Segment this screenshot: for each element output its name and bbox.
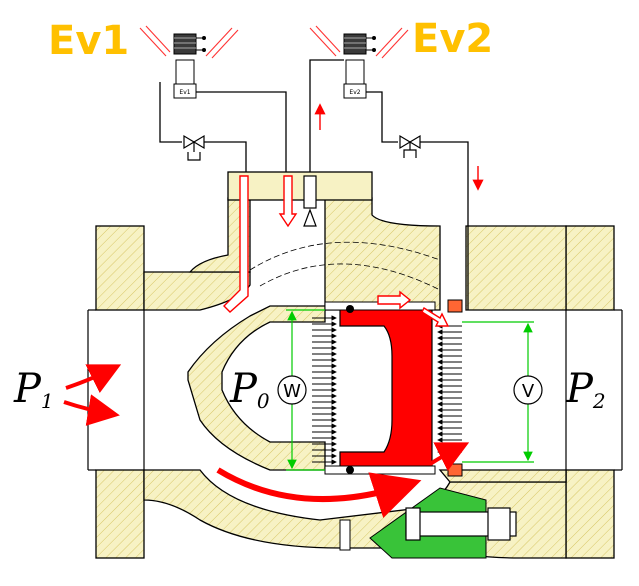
chamber-arrow-1 xyxy=(377,290,412,310)
flow-channels xyxy=(223,175,450,327)
seal-bottom xyxy=(346,466,354,474)
bore-lines xyxy=(87,197,623,471)
right-flange xyxy=(565,225,615,311)
gauge-left: W xyxy=(277,375,307,405)
svg-text:P1: P1 xyxy=(13,366,54,413)
gauge-right: V xyxy=(513,375,543,405)
p2-sub: 2 xyxy=(592,389,606,413)
upper-top-block xyxy=(188,197,251,273)
p2-main: P xyxy=(565,366,594,412)
flow-arrow-in-top xyxy=(65,364,122,394)
right-housing xyxy=(438,469,567,483)
coil-ev1-icon xyxy=(173,33,206,55)
flow-arrow-in-bottom xyxy=(63,394,120,426)
needle-valve-right xyxy=(399,134,421,158)
p0-sub: 0 xyxy=(257,389,270,413)
pilot-channel-left xyxy=(223,175,249,313)
label-p2: P2 xyxy=(565,366,606,413)
gauge-right-label: V xyxy=(522,381,535,402)
signal-lines-ev1 xyxy=(139,25,239,59)
ev1-label: Ev1 xyxy=(48,18,129,64)
ev2-box-label: Ev2 xyxy=(349,89,360,96)
svg-text:P2: P2 xyxy=(565,366,606,413)
top-cover xyxy=(227,171,373,201)
flow-arrow-main xyxy=(216,467,422,518)
left-flange xyxy=(95,225,145,311)
coil-ev2-icon xyxy=(343,33,376,55)
solenoid-ev2: Ev2 Ev2 xyxy=(309,16,493,99)
bolt-head xyxy=(405,507,421,541)
ev2-label: Ev2 xyxy=(412,16,493,62)
pressure-arrows-right xyxy=(437,323,462,455)
needle-valve-left xyxy=(183,134,205,161)
hidden-lines xyxy=(249,226,441,310)
drain-plug xyxy=(339,519,351,551)
chamber-arrow-2 xyxy=(421,306,450,327)
right-flange-lower xyxy=(565,469,615,559)
ev2-body xyxy=(345,59,365,85)
flow-arrow-outlet xyxy=(428,442,470,472)
pressure-arrows-left xyxy=(312,315,337,465)
svg-text:P0: P0 xyxy=(229,366,270,413)
pilot-tubing xyxy=(159,59,469,310)
left-flange-lower xyxy=(95,469,145,559)
signal-lines-ev2 xyxy=(309,25,409,59)
p0-main: P xyxy=(229,366,258,412)
seal-top xyxy=(346,305,354,313)
solenoid-ev1: Ev1 Ev1 xyxy=(48,18,239,99)
upper-right-wall xyxy=(465,225,567,311)
ev1-box-label: Ev1 xyxy=(179,89,190,96)
inner-cage xyxy=(187,305,326,471)
pilot-channel-center xyxy=(278,175,298,228)
pilot-flow-arrows xyxy=(314,103,484,191)
bolt-nut xyxy=(487,507,511,541)
p1-sub: 1 xyxy=(41,389,54,413)
flow-arrows xyxy=(63,364,470,518)
check-element xyxy=(303,175,317,227)
label-p1: P1 xyxy=(13,366,54,413)
p1-main: P xyxy=(13,366,42,412)
valve-body xyxy=(95,197,615,559)
label-p0: P0 xyxy=(229,366,270,413)
gauge-left-label: W xyxy=(283,381,301,402)
upper-right-block xyxy=(324,197,441,311)
ev1-body xyxy=(175,59,195,85)
bottom-assembly xyxy=(339,487,517,559)
